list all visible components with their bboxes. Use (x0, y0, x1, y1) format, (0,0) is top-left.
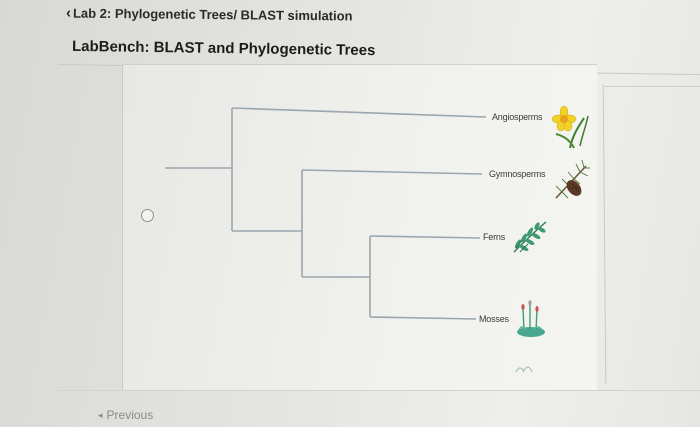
tree-branch-gymnosperms (301, 169, 483, 175)
taxon-label-gymnosperms: Gymnosperms (489, 169, 546, 179)
previous-button[interactable]: ◂ Previous (98, 408, 153, 422)
moss-icon (517, 300, 545, 337)
tree-branch-ferns (369, 235, 481, 239)
panel-right-rule (604, 86, 700, 87)
fern-frond-icon (513, 221, 547, 253)
answer-radio[interactable] (141, 209, 154, 222)
taxon-label-angiosperms: Angiosperms (492, 112, 543, 122)
tree-branch-mosses (369, 316, 477, 320)
previous-button-label: Previous (106, 408, 154, 422)
taxon-label-ferns: Ferns (483, 232, 506, 242)
liverwort-icon (515, 366, 533, 373)
previous-arrow-icon: ◂ (98, 409, 103, 420)
panel-bottom-rule (58, 390, 700, 391)
pine-cone-icon (555, 159, 590, 199)
taxon-label-mosses: Mosses (479, 314, 509, 324)
answer-panel (122, 64, 597, 391)
daffodil-flower-icon (551, 105, 589, 149)
tree-branch-angiosperms (231, 107, 487, 118)
